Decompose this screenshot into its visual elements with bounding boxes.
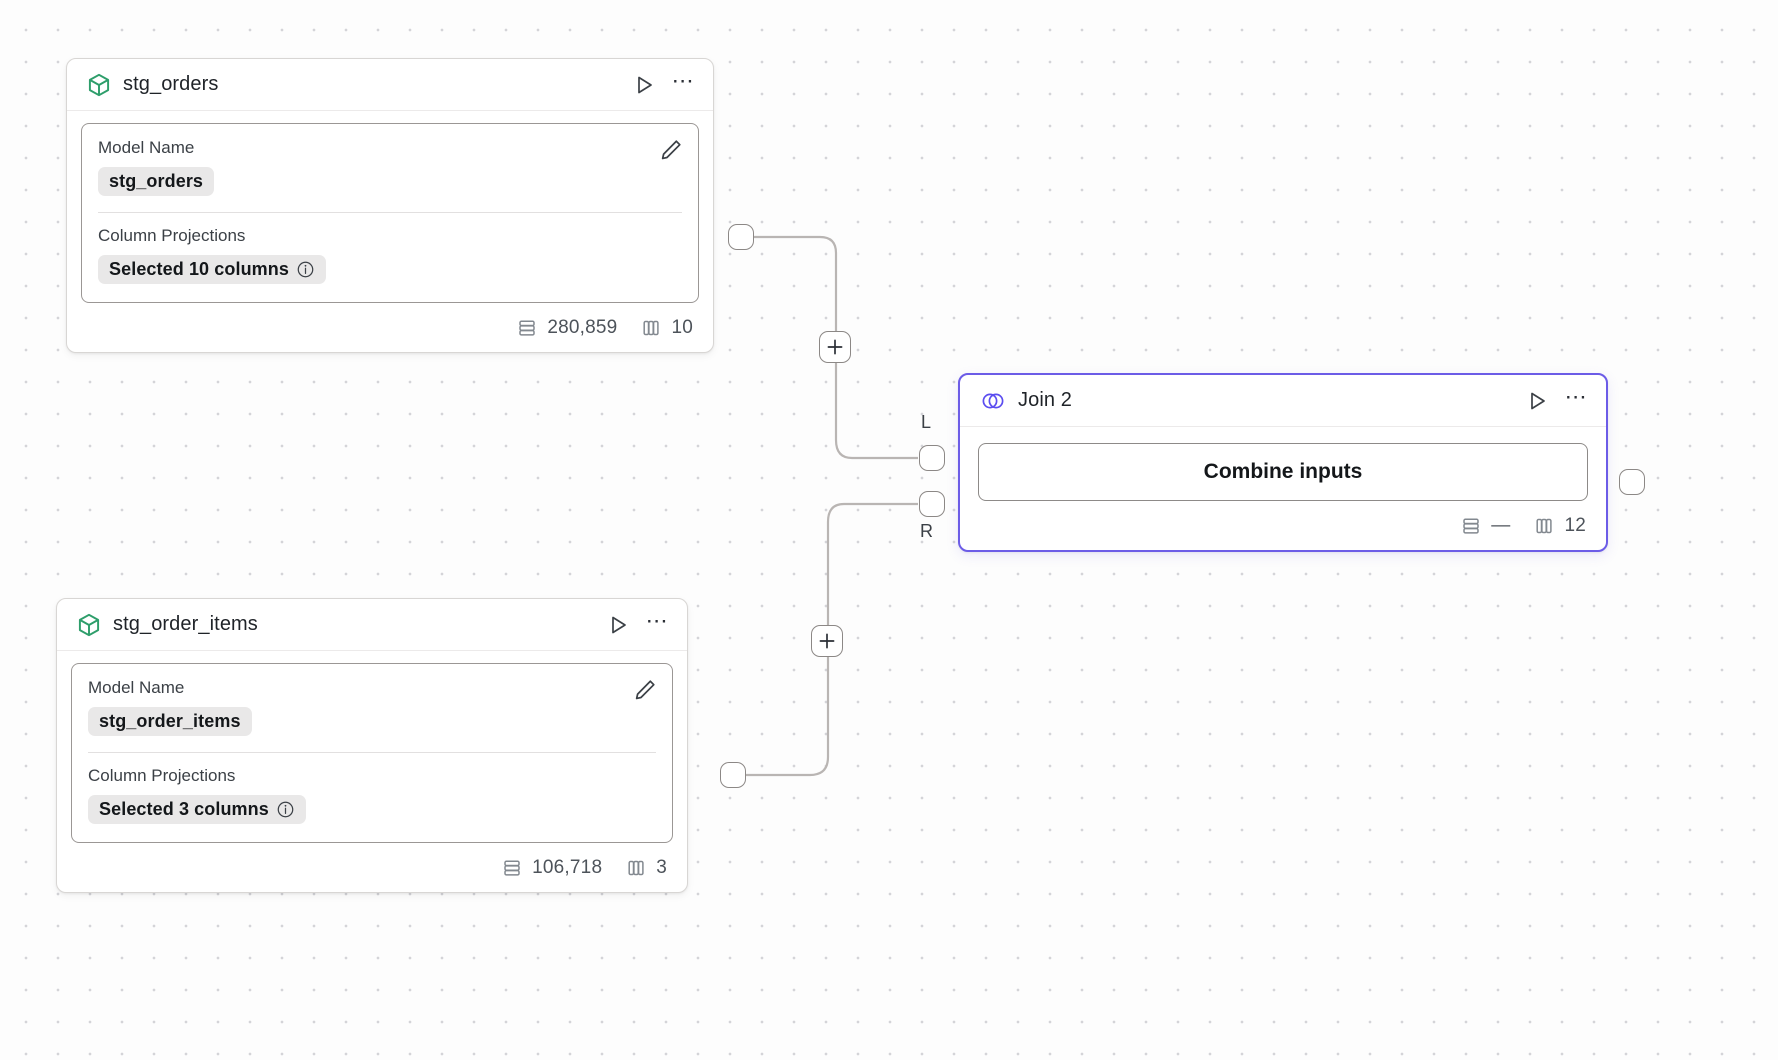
stat-rows: 280,859 [516, 317, 617, 339]
node-title: stg_orders [123, 73, 219, 95]
columns-value: 10 [671, 317, 693, 338]
output-port-stg-orders[interactable] [728, 224, 754, 250]
input-port-left-label: L [921, 412, 932, 432]
plus-icon [827, 339, 843, 355]
play-icon[interactable] [632, 73, 656, 97]
more-options-icon[interactable]: ⋯ [671, 67, 695, 93]
input-port-right-label: R [920, 521, 933, 541]
node-stg-order-items[interactable]: stg_order_items ⋯ Model Name [56, 598, 688, 893]
venn-icon [979, 387, 1007, 415]
stat-columns: 10 [640, 317, 693, 339]
add-node-on-edge-button-top[interactable] [819, 331, 851, 363]
rows-value: 280,859 [547, 317, 618, 338]
field-label-model-name: Model Name [98, 138, 195, 157]
rows-icon [1460, 515, 1482, 537]
cube-icon [86, 72, 112, 98]
info-icon[interactable] [296, 260, 315, 279]
panel-divider [98, 212, 682, 213]
cube-icon [76, 612, 102, 638]
node-header-actions: ⋯ [606, 607, 669, 637]
columns-icon [640, 317, 662, 339]
rows-value: 106,718 [532, 857, 603, 878]
rows-value: — [1491, 515, 1511, 536]
pencil-icon[interactable] [632, 677, 658, 703]
columns-value: 3 [656, 857, 667, 878]
node-footer: 280,859 10 [67, 309, 713, 352]
stat-columns: 12 [1533, 515, 1586, 537]
chip-model-name[interactable]: stg_orders [98, 167, 215, 196]
input-port-join-left[interactable] [919, 445, 945, 471]
node-body: Model Name stg_orders Column Projections… [67, 111, 713, 309]
more-options-icon[interactable]: ⋯ [645, 607, 669, 633]
node-title: stg_order_items [113, 613, 258, 635]
chip-text: Selected 10 columns [109, 259, 289, 279]
more-options-icon[interactable]: ⋯ [1564, 383, 1588, 409]
plus-icon [819, 633, 835, 649]
chip-text: stg_orders [109, 171, 204, 191]
rows-icon [516, 317, 538, 339]
output-port-join-2[interactable] [1619, 469, 1645, 495]
pencil-icon[interactable] [658, 137, 684, 163]
combine-inputs-button[interactable]: Combine inputs [978, 443, 1588, 501]
node-header: stg_orders ⋯ [67, 59, 713, 111]
chip-column-projections[interactable]: Selected 10 columns [98, 255, 326, 284]
node-header: Join 2 ⋯ [960, 375, 1606, 427]
columns-icon [1533, 515, 1555, 537]
rows-icon [501, 857, 523, 879]
node-config-panel: Model Name stg_order_items Column Projec… [71, 663, 673, 843]
node-footer: 106,718 3 [57, 849, 687, 892]
field-label-column-projections: Column Projections [98, 226, 246, 245]
columns-value: 12 [1564, 515, 1586, 536]
node-body: Model Name stg_order_items Column Projec… [57, 651, 687, 849]
add-node-on-edge-button-bottom[interactable] [811, 625, 843, 657]
chip-text: stg_order_items [99, 711, 241, 731]
panel-divider [88, 752, 656, 753]
node-footer: — 12 [960, 507, 1606, 550]
node-title: Join 2 [1018, 389, 1072, 411]
chip-text: Selected 3 columns [99, 799, 269, 819]
node-header: stg_order_items ⋯ [57, 599, 687, 651]
field-label-model-name: Model Name [88, 678, 185, 697]
stat-columns: 3 [625, 857, 667, 879]
node-header-actions: ⋯ [632, 67, 695, 97]
field-label-column-projections: Column Projections [88, 766, 236, 785]
info-icon[interactable] [276, 800, 295, 819]
play-icon[interactable] [606, 613, 630, 637]
output-port-stg-order-items[interactable] [720, 762, 746, 788]
stat-rows: — [1460, 515, 1510, 537]
chip-column-projections[interactable]: Selected 3 columns [88, 795, 306, 824]
chip-model-name[interactable]: stg_order_items [88, 707, 252, 736]
stat-rows: 106,718 [501, 857, 602, 879]
columns-icon [625, 857, 647, 879]
node-config-panel: Model Name stg_orders Column Projections… [81, 123, 699, 303]
play-icon[interactable] [1525, 389, 1549, 413]
input-port-join-right[interactable] [919, 491, 945, 517]
node-join-2[interactable]: Join 2 ⋯ Combine inputs [958, 373, 1608, 552]
node-stg-orders[interactable]: stg_orders ⋯ Model Name st [66, 58, 714, 353]
node-body: Combine inputs [960, 427, 1606, 507]
node-header-actions: ⋯ [1525, 383, 1588, 413]
